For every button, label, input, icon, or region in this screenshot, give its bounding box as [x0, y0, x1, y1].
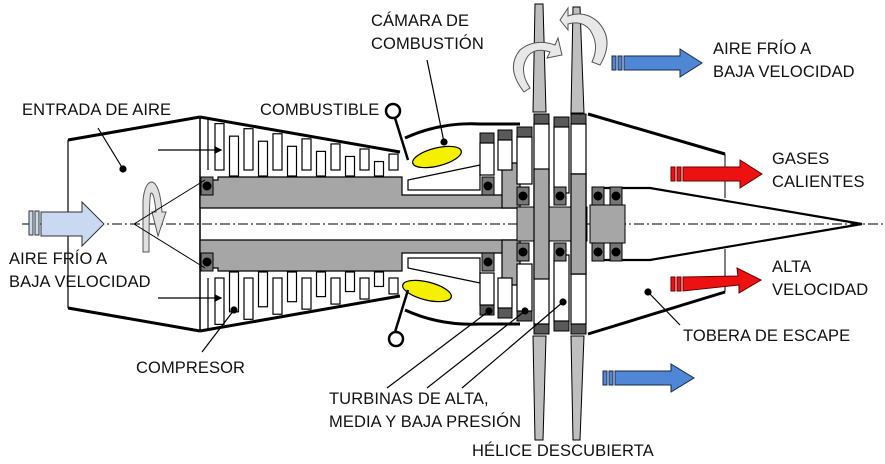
label-cold-air-out-1: AIRE FRÍO A: [713, 40, 812, 58]
compressor-blade: [272, 133, 283, 171]
compressor-blades-bottom: [214, 271, 399, 325]
bearing-ball: [202, 257, 212, 267]
turbine-tip-seal: [497, 307, 513, 319]
fuel-injector-top: [384, 102, 402, 120]
bearing-ball: [593, 191, 603, 201]
compressor-vane: [228, 135, 240, 177]
label-exhaust-nozzle: TOBERA DE ESCAPE: [683, 327, 851, 345]
bearing-ball: [483, 257, 493, 267]
compressor-blade: [359, 148, 370, 171]
turbine-tip-seal: [497, 129, 513, 141]
hot-gas-arrow-top: [670, 159, 763, 189]
compressor-vane: [344, 155, 356, 177]
compressor-blade: [214, 277, 225, 325]
turbine-blade: [570, 273, 587, 325]
compressor-blade: [388, 153, 399, 171]
bearing-ball: [611, 247, 621, 257]
compressor-vane: [286, 271, 298, 303]
label-cold-air-in-1: AIRE FRÍO A: [9, 250, 108, 268]
flame-top: [412, 145, 462, 169]
label-combustion-2: COMBUSTIÓN: [371, 35, 484, 53]
compressor-vane: [344, 271, 356, 293]
turbine-tip-seal: [553, 116, 570, 128]
compressor-blades-top: [214, 123, 399, 177]
turbine-blade: [516, 263, 533, 312]
compressor-blade: [330, 277, 341, 305]
label-fuel: COMBUSTIBLE: [260, 101, 380, 119]
cold-air-bypass-arrow-top: [611, 48, 703, 78]
bearing-ball: [518, 191, 528, 201]
compressor-vane: [257, 140, 269, 177]
turbine-blade: [479, 272, 495, 306]
compressor-blade: [388, 277, 399, 295]
tail-cone: [592, 186, 863, 262]
bearings: [200, 176, 623, 272]
turbines: [479, 113, 588, 335]
bearing-ball: [593, 247, 603, 257]
turbine-blade: [553, 126, 570, 194]
propeller-blades: [513, 3, 608, 441]
label-propeller: HÉLICE DESCUBIERTA: [472, 442, 654, 460]
bearing-ball: [518, 247, 528, 257]
bearing-ball: [483, 181, 493, 191]
bearing-ball: [555, 247, 565, 257]
compressor-vane: [228, 271, 240, 313]
label-cold-air-out-2: BAJA VELOCIDAD: [713, 63, 855, 81]
turbine-blade: [516, 136, 533, 185]
label-hot-gases-2: CALIENTES: [772, 173, 865, 191]
rotation-arrow-rear: [559, 6, 608, 66]
compressor-blade: [301, 138, 312, 171]
turbine-tip-seal: [570, 113, 587, 125]
compressor-vane: [373, 160, 385, 177]
compressor-vane: [315, 150, 327, 177]
bearing-ball: [555, 191, 565, 201]
turbine-tip-seal: [533, 113, 550, 125]
bearing-ball: [202, 181, 212, 191]
turbine-tip-seal: [553, 320, 570, 332]
compressor: [199, 115, 401, 333]
compressor-blade: [243, 128, 254, 171]
label-combustion-1: CÁMARA DE: [371, 12, 470, 30]
label-high-speed-1: ALTA: [772, 258, 812, 276]
label-hot-gases-1: GASES: [772, 150, 830, 168]
bearing-ball: [611, 191, 621, 201]
label-turbines-2: MEDIA Y BAJA PRESIÓN: [329, 413, 522, 431]
compressor-blade: [214, 123, 225, 171]
compressor-vane: [257, 271, 269, 308]
turbine-tip-seal: [479, 132, 495, 144]
compressor-blade: [301, 277, 312, 310]
compressor-blade: [272, 277, 283, 315]
fuel-injector-bottom: [387, 330, 405, 348]
turbine-tip-seal: [516, 126, 533, 138]
flame-bottom: [402, 279, 452, 303]
turbine-blade: [479, 142, 495, 176]
rotation-arrow-front: [513, 36, 563, 93]
cold-air-bypass-arrow-bottom: [602, 363, 695, 393]
label-turbines-1: TURBINAS DE ALTA,: [329, 390, 489, 408]
compressor-vane: [373, 271, 385, 288]
label-air-intake: ENTRADA DE AIRE: [22, 101, 172, 119]
compressor-blade: [359, 277, 370, 300]
cold-air-inlet-arrow: [28, 200, 105, 248]
compressor-vane: [315, 271, 327, 298]
leader-lines: [97, 59, 681, 389]
turbine-blade: [497, 139, 513, 171]
turbine-blade: [553, 254, 570, 322]
outer-shaft: [199, 162, 521, 286]
turbine-blade: [497, 277, 513, 309]
combustion-chamber: [384, 102, 520, 348]
compressor-blade: [243, 277, 254, 320]
label-cold-air-in-2: BAJA VELOCIDAD: [9, 273, 151, 291]
label-compressor: COMPRESOR: [136, 359, 246, 377]
hot-gas-arrow-bottom: [670, 267, 763, 294]
label-high-speed-2: VELOCIDAD: [772, 281, 869, 299]
turbine-tip-seal: [570, 323, 587, 335]
turbine-disk: [570, 173, 587, 275]
turbine-blade: [570, 123, 587, 175]
turbine-disk: [533, 168, 550, 280]
compressor-vane: [286, 145, 298, 177]
compressor-blade: [330, 143, 341, 171]
compressor-rotation-arrow: [133, 179, 206, 269]
